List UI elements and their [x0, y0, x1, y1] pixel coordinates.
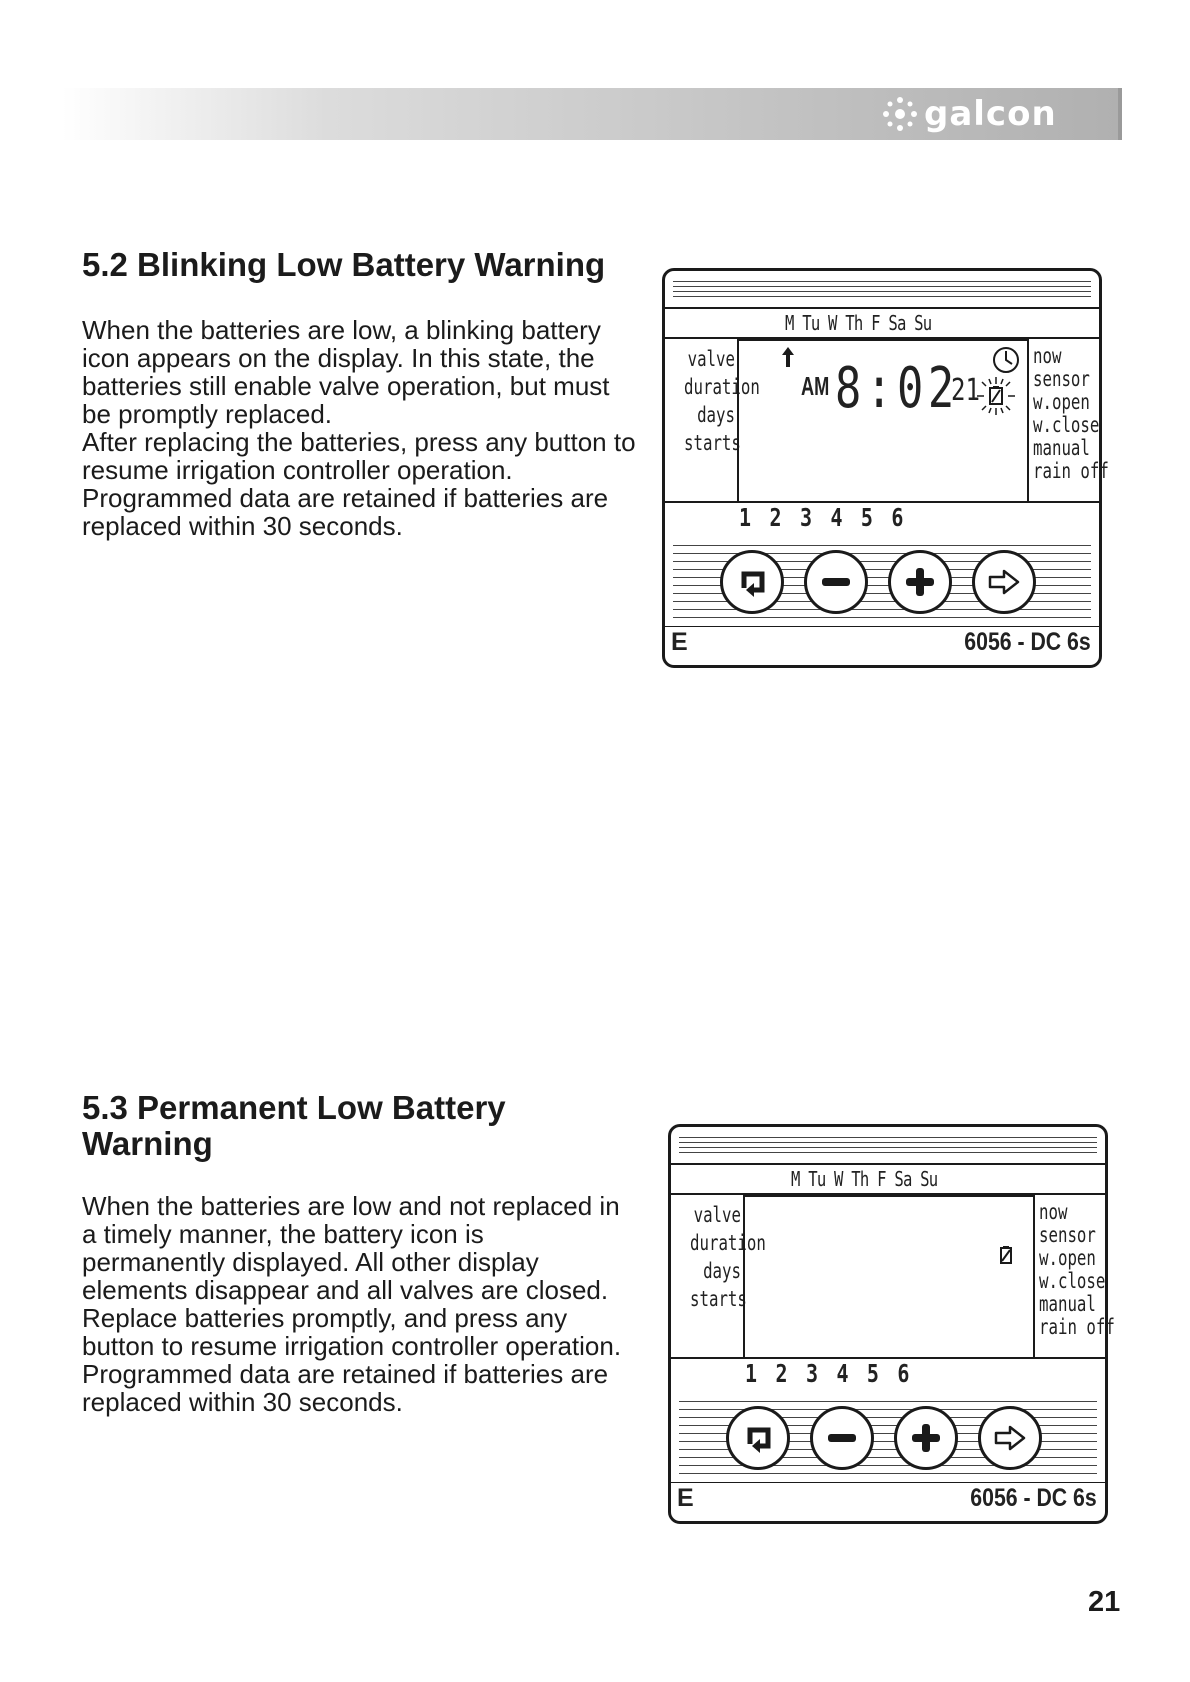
lcd-screen: [743, 1195, 1035, 1359]
header-band: [62, 88, 1122, 140]
right-labels: now sensor w.open w.close manual rain of…: [1033, 344, 1109, 483]
valve-numbers: 1 2 3 4 5 6: [745, 1359, 913, 1388]
controller-display-permanent: M Tu W Th F Sa Su valve duration days st…: [668, 1124, 1115, 1524]
minus-icon: [822, 578, 850, 586]
button-lines: [679, 1401, 1097, 1481]
divider: [665, 626, 1099, 627]
section-52-paragraph-3: Programmed data are retained if batterie…: [82, 483, 609, 541]
brand-name: galcon: [924, 94, 1057, 134]
divider: [671, 1163, 1105, 1165]
logo-mark-icon: [883, 97, 917, 131]
plus-button[interactable]: [894, 1406, 958, 1470]
weekday-row: M Tu W Th F Sa Su: [785, 311, 932, 335]
plus-icon: [912, 1424, 940, 1452]
label-w-open: w.open: [1039, 1246, 1096, 1270]
plus-icon: [906, 568, 934, 596]
button-row: [726, 1406, 1042, 1470]
section-53-paragraph-3: Programmed data are retained if batterie…: [82, 1359, 609, 1417]
button-lines: [673, 545, 1091, 625]
label-w-close: w.close: [1033, 413, 1100, 437]
arrow-up-icon: [782, 347, 794, 367]
footer-e: E: [677, 1484, 694, 1512]
clock-icon: [993, 347, 1019, 373]
lcd-time: 8:02: [835, 356, 959, 421]
label-sensor: sensor: [1033, 367, 1090, 391]
section-52-paragraph-1: When the batteries are low, a blinking b…: [82, 315, 610, 429]
weekday-row: M Tu W Th F Sa Su: [791, 1167, 938, 1191]
section-52-text: When the batteries are low, a blinking b…: [82, 316, 642, 540]
label-days: days: [703, 1259, 741, 1283]
label-w-open: w.open: [1033, 390, 1090, 414]
cycle-icon: [741, 571, 765, 597]
section-53-paragraph-2: Replace batteries promptly, and press an…: [82, 1303, 622, 1361]
battery-icon: [977, 377, 1015, 415]
label-starts: starts: [690, 1287, 747, 1311]
minus-button[interactable]: [804, 550, 868, 614]
page-number: 21: [1088, 1586, 1121, 1618]
label-valve: valve: [693, 1203, 741, 1227]
label-days: days: [697, 403, 735, 427]
section-52-paragraph-2: After replacing the batteries, press any…: [82, 427, 636, 485]
label-starts: starts: [684, 431, 741, 455]
top-lines: [673, 281, 1091, 305]
label-duration: duration: [690, 1231, 766, 1255]
label-now: now: [1033, 344, 1062, 368]
divider: [665, 501, 1099, 503]
galcon-logo: galcon: [880, 91, 1057, 137]
battery-icon: [1000, 1246, 1012, 1264]
divider: [671, 1357, 1105, 1359]
valve-numbers: 1 2 3 4 5 6: [739, 503, 907, 532]
plus-button[interactable]: [888, 550, 952, 614]
arrow-right-icon: [994, 1425, 1026, 1451]
next-button[interactable]: [978, 1406, 1042, 1470]
cycle-icon: [747, 1427, 771, 1453]
label-w-close: w.close: [1039, 1269, 1106, 1293]
next-button[interactable]: [972, 550, 1036, 614]
label-rain-off: rain off: [1039, 1315, 1115, 1339]
minus-icon: [828, 1434, 856, 1442]
left-labels: valve duration days starts: [673, 1201, 766, 1313]
button-row: [720, 550, 1036, 614]
lcd-screen: AM 8:02 21: [737, 339, 1029, 503]
header-rule: [1118, 88, 1122, 140]
section-53-title: 5.3 Permanent Low Battery Warning: [82, 1089, 506, 1162]
label-manual: manual: [1033, 436, 1090, 460]
left-labels: valve duration days starts: [667, 345, 760, 457]
divider: [665, 337, 1099, 339]
section-53-paragraph-1: When the batteries are low and not repla…: [82, 1191, 620, 1305]
lcd-am: AM: [801, 371, 830, 401]
controller-display-blinking: M Tu W Th F Sa Su valve duration days st…: [662, 268, 1109, 668]
footer-e: E: [671, 628, 688, 656]
label-manual: manual: [1039, 1292, 1096, 1316]
label-valve: valve: [687, 347, 735, 371]
model-number: 6056 - DC 6s: [970, 1484, 1097, 1512]
model-number: 6056 - DC 6s: [964, 628, 1091, 656]
divider: [665, 307, 1099, 309]
section-52-title: 5.2 Blinking Low Battery Warning: [82, 246, 606, 283]
label-rain-off: rain off: [1033, 459, 1109, 483]
label-now: now: [1039, 1200, 1068, 1224]
right-labels: now sensor w.open w.close manual rain of…: [1039, 1200, 1115, 1339]
lcd-small-digits: 21: [951, 373, 980, 408]
cycle-button[interactable]: [726, 1406, 790, 1470]
cycle-button[interactable]: [720, 550, 784, 614]
label-duration: duration: [684, 375, 760, 399]
section-53-text: When the batteries are low and not repla…: [82, 1192, 622, 1416]
arrow-right-icon: [988, 569, 1020, 595]
label-sensor: sensor: [1039, 1223, 1096, 1247]
divider: [671, 1193, 1105, 1195]
minus-button[interactable]: [810, 1406, 874, 1470]
top-lines: [679, 1137, 1097, 1161]
divider: [671, 1482, 1105, 1483]
